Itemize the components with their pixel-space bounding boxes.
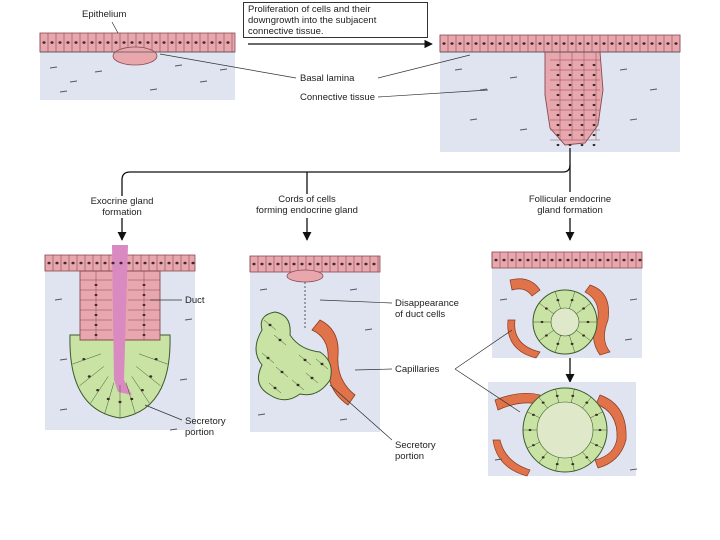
connective-tissue-label: Connective tissue	[300, 92, 375, 103]
proliferation-label: Proliferation of cells and their downgro…	[243, 2, 428, 38]
duct-label: Duct	[185, 295, 205, 306]
cords-gland-panel	[249, 255, 381, 432]
duct-lumen	[112, 245, 132, 395]
initial-epithelium-panel	[39, 32, 236, 100]
cords-label: Cords of cells forming endocrine gland	[256, 194, 358, 216]
secretory-portion-mid-label: Secretory portion	[395, 440, 436, 462]
follicular-label: Follicular endocrine gland formation	[528, 194, 612, 216]
cell-bud	[112, 46, 158, 66]
follicular-gland-panel	[488, 251, 643, 477]
exocrine-gland-panel	[44, 245, 196, 430]
downgrowth-panel	[439, 34, 681, 152]
secretory-portion-left-label: Secretory portion	[185, 416, 226, 438]
downgrowth-cells	[544, 51, 604, 146]
capillary-cord	[311, 319, 356, 406]
exocrine-label: Exocrine gland formation	[90, 196, 154, 218]
epithelium-label: Epithelium	[82, 9, 127, 20]
disappearance-label: Disappearance of duct cells	[395, 298, 459, 320]
capillaries-label: Capillaries	[395, 364, 440, 375]
basal-lamina-label: Basal lamina	[300, 73, 355, 84]
follicle-lumen	[536, 401, 594, 459]
